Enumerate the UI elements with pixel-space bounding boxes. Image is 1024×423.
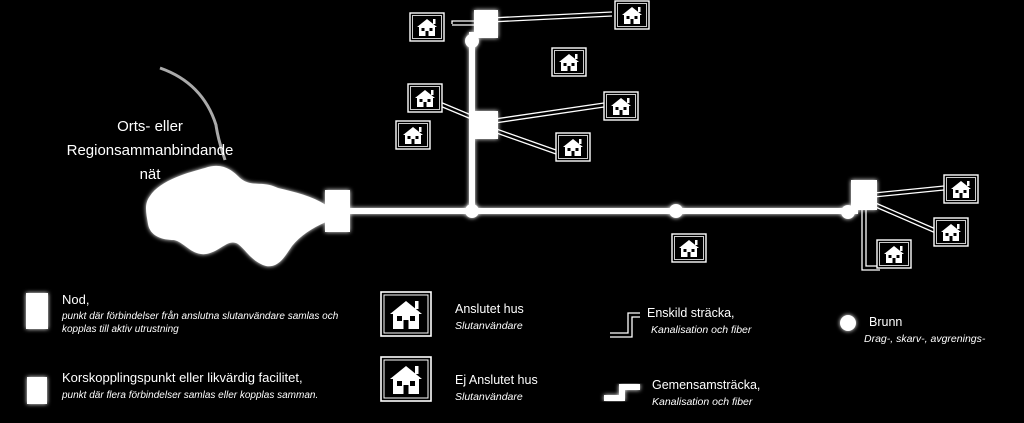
not-connected-house <box>551 47 587 77</box>
legend-private-route-symbol <box>610 312 640 338</box>
network-title: Orts- eller Regionsammanbindande nät <box>64 115 236 187</box>
not-connected-house <box>395 120 431 150</box>
well <box>841 205 855 219</box>
legend-well-desc: Drag-, skarv-, avgrenings- <box>864 333 986 345</box>
connected-house <box>876 239 912 269</box>
legend-connected-house-desc: Slutanvändare <box>455 320 523 332</box>
legend-shared-route-title: Gemensamsträcka, <box>652 378 761 392</box>
well <box>465 204 479 218</box>
shared-routes <box>340 32 858 214</box>
wells <box>465 34 855 219</box>
connected-house <box>933 217 969 247</box>
node <box>325 190 350 232</box>
connection-cable <box>159 66 227 161</box>
legend-connected-house-title: Anslutet hus <box>455 302 524 316</box>
legend-private-route-title: Enskild sträcka, <box>647 306 735 320</box>
connected-house <box>555 132 591 162</box>
legend-well-title: Brunn <box>869 315 903 329</box>
crossconnect-point <box>474 111 498 139</box>
private-routes <box>439 11 945 271</box>
not-connected-house <box>671 233 707 263</box>
legend-connected-house-icon <box>380 291 432 337</box>
legend-node-desc: punkt där förbindelser från anslutna slu… <box>62 310 382 336</box>
legend-symbols <box>26 291 856 404</box>
legend-crossconnect-symbol <box>27 377 47 404</box>
legend-node-desc-line1: punkt där förbindelser från anslutna slu… <box>62 311 339 322</box>
legend-crossconnect-title: Korskopplingspunkt eller likvärdig facil… <box>62 370 303 385</box>
network-title-line1: Orts- eller <box>117 118 183 135</box>
legend-node-symbol <box>26 293 48 329</box>
legend-not-connected-house-desc: Slutanvändare <box>455 391 523 403</box>
connected-house <box>603 91 639 121</box>
network-nodes <box>325 10 877 232</box>
legend-shared-route-desc: Kanalisation och fiber <box>652 396 753 408</box>
legend-private-route-desc: Kanalisation och fiber <box>651 324 752 336</box>
regional-network-cloud <box>146 66 333 267</box>
legend-not-connected-house-title: Ej Anslutet hus <box>455 373 538 387</box>
network-title-line3: nät <box>139 166 161 183</box>
connected-house <box>614 0 650 30</box>
connected-house <box>409 12 445 42</box>
legend-crossconnect-desc: punkt där flera förbindelser samlas elle… <box>62 390 319 401</box>
legend-well-symbol <box>840 315 856 331</box>
connected-house <box>407 83 443 113</box>
crossconnect-point <box>851 180 877 210</box>
legend-node-desc-line2: kopplas till aktiv utrustning <box>62 324 179 335</box>
legend-node-title: Nod, <box>62 292 90 307</box>
well <box>669 204 683 218</box>
connected-house <box>943 174 979 204</box>
well <box>465 34 479 48</box>
legend-shared-route-symbol <box>604 384 640 401</box>
crossconnect-point <box>474 10 498 38</box>
legend-not-connected-house-icon <box>380 356 432 402</box>
network-title-line2: Regionsammanbindande <box>66 142 234 159</box>
